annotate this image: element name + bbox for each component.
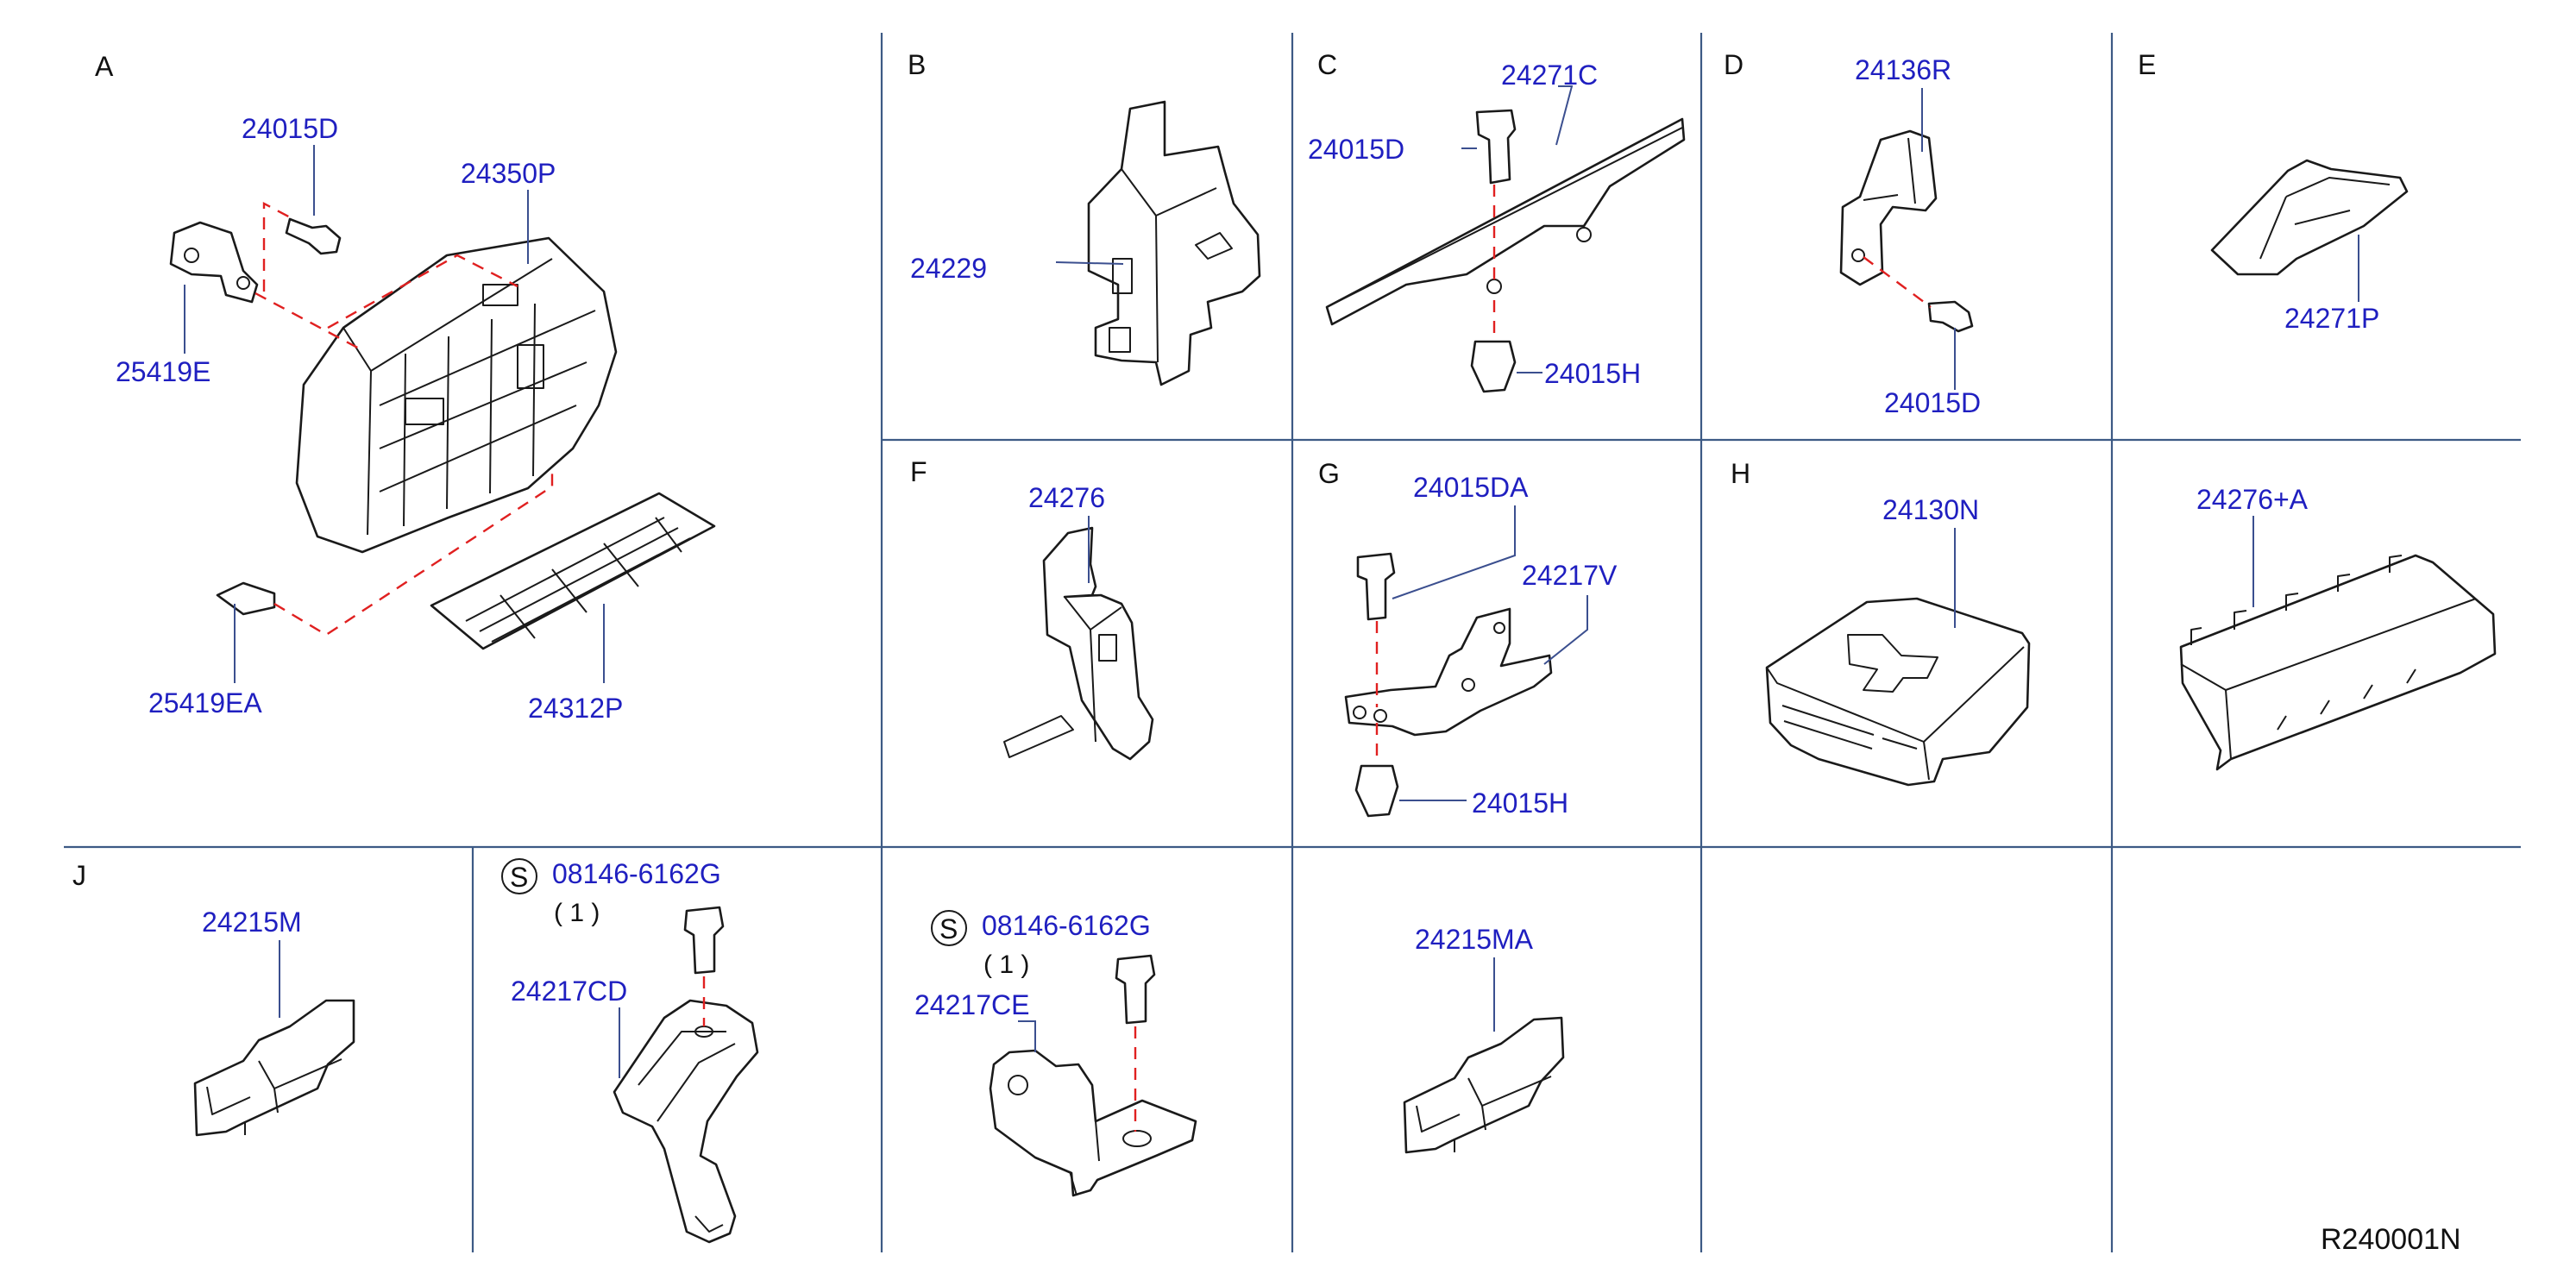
- bracket-24217v-drawing: [1344, 607, 1553, 737]
- section-letter-e: E: [2138, 49, 2156, 80]
- part-label-24015d-a: 24015D: [242, 113, 338, 144]
- bracket-24136r-drawing: [1839, 129, 1938, 286]
- section-letter-b: B: [908, 49, 926, 80]
- section-m: 24215MA: [1403, 924, 1565, 1154]
- part-label-24350p: 24350P: [461, 158, 556, 189]
- part-label-24271p: 24271P: [2284, 303, 2379, 334]
- duct-24271p-drawing: [2210, 159, 2409, 276]
- section-letter-j: J: [72, 860, 86, 891]
- part-label-24015da: 24015DA: [1413, 472, 1529, 503]
- s-symbol-2: S: [939, 913, 958, 944]
- part-label-24015h-g: 24015H: [1472, 787, 1568, 819]
- part-label-25419ea: 25419EA: [148, 687, 262, 718]
- bracket-24215ma-drawing: [1403, 1016, 1565, 1154]
- bolt-24015d-c-drawing: [1475, 109, 1517, 185]
- part-label-24136r: 24136R: [1855, 54, 1951, 85]
- part-label-08146-6162g-l: 08146-6162G: [982, 910, 1151, 941]
- bolt-24015d-d-drawing: [1927, 300, 1974, 333]
- part-label-24015d-d: 24015D: [1884, 387, 1981, 418]
- part-label-24271c: 24271C: [1501, 60, 1598, 91]
- section-c: 24271C 24015D 24015H: [1308, 60, 1686, 393]
- bolt-08146-6162g-l-drawing: [1115, 954, 1156, 1025]
- section-f: 24276: [1003, 482, 1154, 761]
- section-a: 24015D 24350P 25419E 25419EA 24312P: [116, 113, 716, 724]
- section-letter-g: G: [1318, 458, 1340, 489]
- section-i: 24276+A: [2179, 484, 2497, 771]
- fuse-box-24350p-drawing: [295, 236, 618, 554]
- diagram-reference-code: R240001N: [2321, 1223, 2461, 1256]
- part-label-24312p: 24312P: [528, 693, 623, 724]
- section-g: 24015DA 24217V 24015H: [1344, 472, 1618, 819]
- tray-24276a-drawing: [2179, 554, 2497, 771]
- s-symbol: S: [510, 862, 528, 893]
- quantity-2: ( 1 ): [983, 951, 1029, 979]
- clip-24015h-g-drawing: [1354, 764, 1399, 818]
- part-label-24215ma: 24215MA: [1415, 924, 1534, 955]
- part-label-24015d-c: 24015D: [1308, 134, 1404, 165]
- part-label-24215m: 24215M: [202, 907, 302, 938]
- bracket-24229-drawing: [1087, 100, 1261, 386]
- part-label-24217v: 24217V: [1522, 560, 1618, 591]
- part-label-24276a: 24276+A: [2196, 484, 2309, 515]
- quantity: ( 1 ): [554, 899, 600, 927]
- bracket-25419e-drawing: [169, 221, 259, 304]
- bolt-08146-6162g-k-drawing: [683, 906, 725, 975]
- cover-24312p-drawing: [430, 492, 716, 650]
- section-k: S ( 1 ) 08146-6162G 24217CD: [501, 858, 759, 1244]
- bracket-24217cd-drawing: [613, 999, 759, 1244]
- section-j: 24215M: [193, 907, 355, 1137]
- section-letter-d: D: [1724, 49, 1744, 80]
- part-label-24217ce: 24217CE: [914, 989, 1029, 1020]
- section-e: 24271P: [2210, 159, 2409, 334]
- section-l: S ( 1 ) 08146-6162G 24217CE: [914, 910, 1197, 1197]
- part-label-24217cd: 24217CD: [511, 976, 627, 1007]
- bracket-24217ce-drawing: [989, 1049, 1197, 1197]
- section-letter-h: H: [1731, 458, 1750, 489]
- section-letter-f: F: [910, 456, 927, 487]
- s-symbol-circle-2: [931, 910, 967, 946]
- s-symbol-circle: [501, 858, 537, 894]
- grid-lines: [64, 33, 2521, 1252]
- module-24130n-drawing: [1765, 597, 2031, 787]
- clip-25419ea-drawing: [216, 581, 276, 616]
- part-label-25419e: 25419E: [116, 356, 210, 387]
- clip-24015h-c-drawing: [1470, 340, 1517, 393]
- section-b: 24229: [910, 100, 1261, 386]
- bolt-24015d-drawing: [285, 217, 342, 255]
- part-label-08146-6162g-k: 08146-6162G: [552, 858, 721, 889]
- part-label-24130n: 24130N: [1882, 494, 1979, 525]
- bolt-24015da-drawing: [1356, 552, 1396, 621]
- part-label-24276: 24276: [1028, 482, 1105, 513]
- part-label-24015h-c: 24015H: [1544, 358, 1641, 389]
- section-letter-c: C: [1317, 49, 1337, 80]
- section-d: 24136R 24015D: [1839, 54, 1981, 418]
- section-letters: A B C D E F G H J: [72, 49, 2156, 891]
- section-h: 24130N: [1765, 494, 2031, 787]
- bracket-24215m-drawing: [193, 999, 355, 1137]
- rail-24271c-drawing: [1325, 117, 1686, 326]
- part-label-24229: 24229: [910, 253, 987, 284]
- section-letter-a: A: [95, 51, 114, 82]
